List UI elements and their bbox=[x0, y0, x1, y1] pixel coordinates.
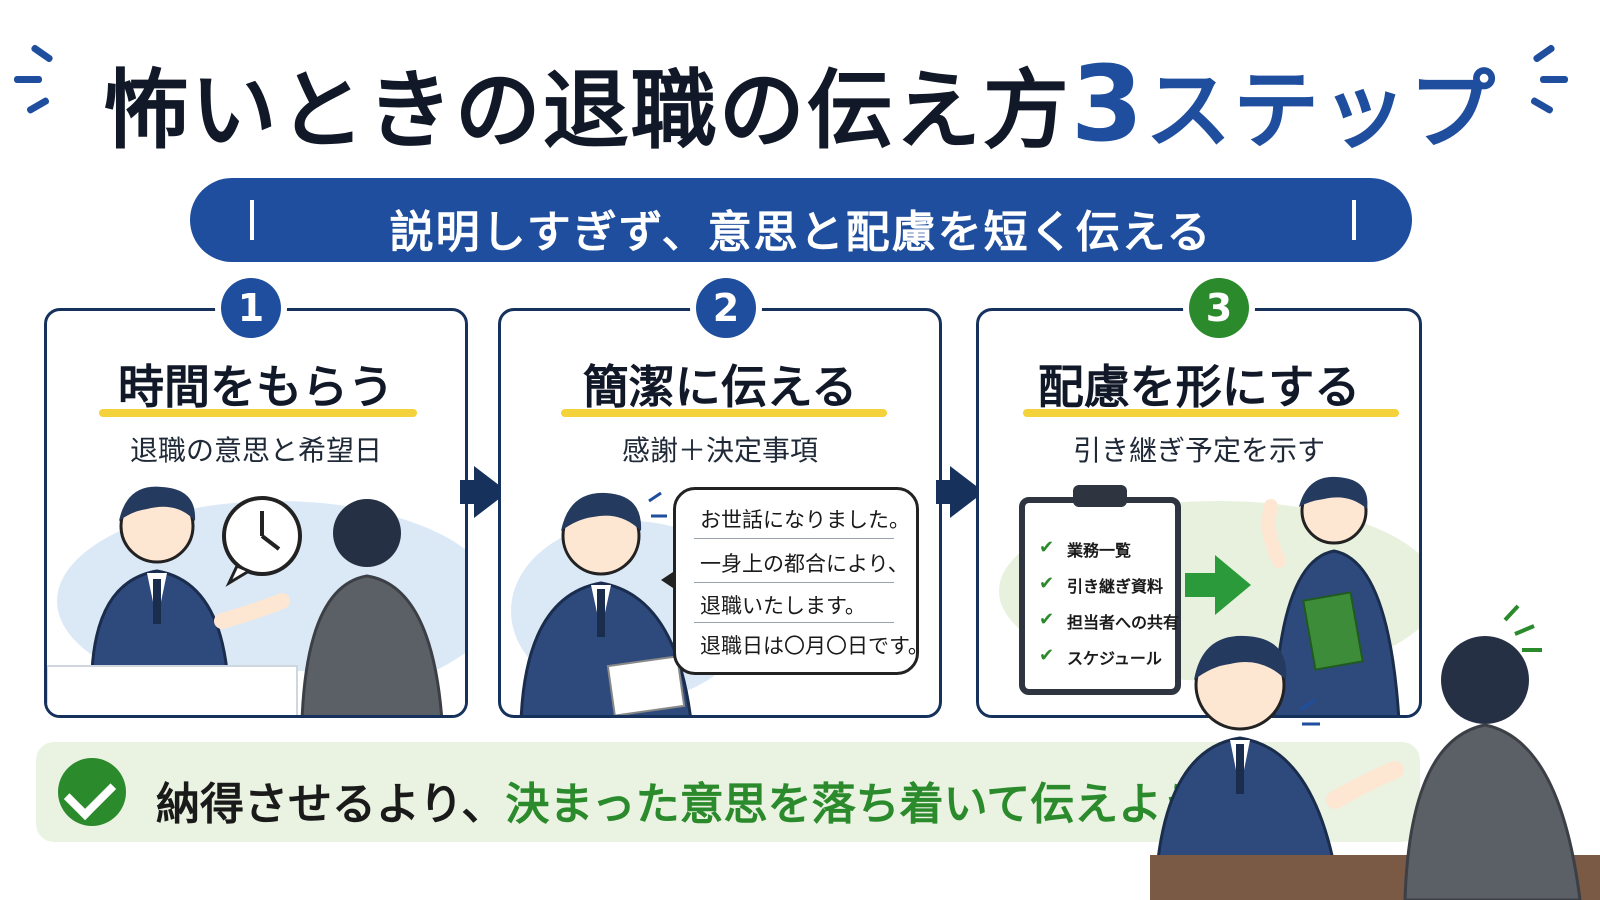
title-suffix: ステップ bbox=[1145, 61, 1498, 161]
step-title: 配慮を形にする bbox=[1037, 360, 1361, 414]
speech-line: 退職日は〇月〇日です。 bbox=[700, 634, 929, 658]
clipboard-icon: ✔ 業務一覧 ✔ 引き継ぎ資料 ✔ 担当者への共有 ✔ スケジュール bbox=[1019, 485, 1181, 695]
checklist-item: 担当者への共有 bbox=[1067, 613, 1180, 632]
step-subtitle: 退職の意思と希望日 bbox=[129, 434, 382, 467]
check-circle-icon bbox=[58, 758, 126, 826]
speech-bubble: お世話になりました。 一身上の都合により、 退職いたします。 退職日は〇月〇日で… bbox=[661, 487, 929, 675]
check-icon: ✔ bbox=[1039, 573, 1055, 594]
checklist-item: 引き継ぎ資料 bbox=[1067, 577, 1164, 596]
speech-line: 一身上の都合により、 bbox=[700, 552, 909, 576]
banner-text: 説明しすぎず、意思と配慮を短く伝える bbox=[389, 207, 1213, 258]
banner-mark-left bbox=[250, 200, 274, 240]
step-card-3: 配慮を形にする 引き継ぎ予定を示す ✔ 業務一覧 ✔ 引き継ぎ資料 ✔ 担当者へ… bbox=[976, 308, 1422, 718]
title-underline bbox=[561, 409, 887, 417]
manager-figure bbox=[300, 499, 443, 715]
subtitle-banner: 説明しすぎず、意思と配慮を短く伝える bbox=[190, 178, 1412, 262]
step-title: 時間をもらう bbox=[118, 360, 394, 414]
check-icon: ✔ bbox=[1039, 537, 1055, 558]
page-title: 怖いときの退職の伝え方3ステップ bbox=[0, 40, 1600, 165]
title-number: 3 bbox=[1070, 43, 1146, 165]
step-number-2: 2 bbox=[696, 278, 756, 338]
speech-line: お世話になりました。 bbox=[700, 508, 910, 532]
step-number-1: 1 bbox=[221, 278, 281, 338]
step-subtitle: 感謝＋決定事項 bbox=[621, 434, 818, 467]
divider bbox=[694, 538, 894, 539]
step-number-3: 3 bbox=[1189, 278, 1249, 338]
divider bbox=[694, 582, 894, 583]
title-main: 怖いときの退職の伝え方 bbox=[102, 61, 1071, 161]
checklist-item: スケジュール bbox=[1067, 649, 1162, 668]
emphasis-mark bbox=[14, 76, 42, 83]
footer-text: 納得させるより、決まった意思を落ち着いて伝えよう bbox=[156, 768, 1206, 832]
clock-icon bbox=[222, 496, 302, 587]
banner-mark-right bbox=[1332, 200, 1356, 240]
meeting-illustration bbox=[47, 486, 465, 715]
step-card-2: 簡潔に伝える 感謝＋決定事項 お世話になりました。 一身上の都合により、 退職い… bbox=[498, 308, 942, 718]
footer-plain: 納得させるより、 bbox=[156, 779, 506, 830]
employee-figure bbox=[90, 486, 290, 673]
conversation-illustration bbox=[1150, 604, 1600, 900]
step-title: 簡潔に伝える bbox=[582, 360, 858, 414]
check-icon: ✔ bbox=[1039, 609, 1055, 630]
speech-line: 退職いたします。 bbox=[700, 594, 866, 618]
title-underline bbox=[1023, 409, 1399, 417]
divider bbox=[694, 622, 894, 623]
emphasis-mark bbox=[1540, 76, 1568, 83]
step-subtitle: 引き継ぎ予定を示す bbox=[1072, 434, 1325, 467]
checklist-item: 業務一覧 bbox=[1067, 541, 1132, 560]
step-card-1: 時間をもらう 退職の意思と希望日 bbox=[44, 308, 468, 718]
footer-highlight: 決まった意思を落ち着いて伝えよう bbox=[505, 779, 1207, 830]
arrow-right-icon bbox=[1185, 555, 1255, 615]
check-icon: ✔ bbox=[1039, 645, 1055, 666]
title-underline bbox=[99, 409, 417, 417]
